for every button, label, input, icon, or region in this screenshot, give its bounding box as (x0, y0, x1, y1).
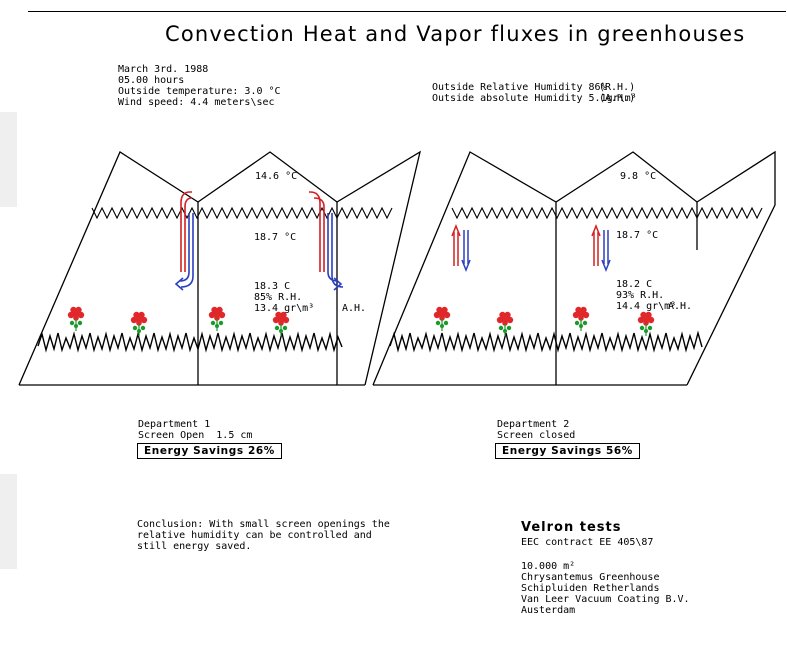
grass-line (389, 330, 703, 353)
down-arrow-icon (601, 259, 611, 273)
date-text: March 3rd. 1988 (118, 64, 209, 75)
wind-speed-text: Wind speed: 4.4 meters\sec (118, 97, 275, 108)
convection-flow-right (309, 191, 344, 291)
dept1-rh: 85% R.H. (254, 292, 303, 303)
warm-air-arrow (180, 191, 192, 272)
dept2-ground-temp: 18.2 C (616, 279, 653, 290)
scan-edge-shade (0, 474, 17, 569)
dept2-ah-abbr: A.H. (668, 301, 693, 312)
vertical-flow-dept2-right (591, 223, 611, 273)
greenhouse-department-1 (18, 150, 421, 386)
screen-zigzag (91, 206, 393, 220)
dept1-air-temp: 18.7 °C (254, 232, 297, 243)
outside-ah-text: Outside absolute Humidity 5.1gr\m³ (432, 93, 637, 104)
department-2-caption: Department 2 Screen closed (497, 419, 575, 441)
dept2-roof-temp: 9.8 °C (620, 171, 657, 182)
convection-flow-left (174, 191, 194, 291)
humidity-abbr-block: (R.H.) (A.H.) (599, 82, 635, 104)
cool-air-arrow (179, 213, 190, 282)
credits-block: 10.000 m² Chrysantemus Greenhouse Schipl… (521, 561, 690, 616)
grass-line (37, 331, 343, 353)
screen-zigzag (451, 206, 763, 220)
outside-rh-text: Outside Relative Humidity 86% (432, 82, 607, 93)
scan-edge-shade (0, 112, 17, 207)
department-1-screen-label: Screen Open (138, 430, 205, 441)
department-1-screen-value: 1.5 cm (216, 430, 253, 441)
credits-line-4: Austerdam (521, 605, 576, 616)
rh-abbr-text: (R.H.) (599, 82, 636, 93)
top-rule (28, 11, 786, 12)
contract-text: EEC contract EE 405\87 (521, 537, 654, 548)
credits-line-2: Schipluiden Retherlands (521, 583, 660, 594)
roof-outline (372, 150, 776, 386)
ah-abbr-text: (A.H.) (599, 93, 636, 104)
outside-temperature-text: Outside temperature: 3.0 °C (118, 86, 281, 97)
department-1-savings-box: Energy Savings 26% (137, 443, 282, 459)
department-1-caption: Department 1 Screen Open 1.5 cm (138, 419, 252, 441)
up-arrow-icon (451, 223, 461, 237)
credits-line-1: Chrysantemus Greenhouse (521, 572, 660, 583)
vertical-flow-dept2-left (451, 223, 471, 273)
diagram-title: Convection Heat and Vapor fluxes in gree… (165, 22, 746, 46)
conditions-block: March 3rd. 1988 05.00 hours Outside temp… (118, 64, 281, 108)
dept1-roof-temp: 14.6 °C (255, 171, 298, 182)
down-arrow-icon (461, 259, 471, 273)
department-1-name: Department 1 (138, 419, 211, 430)
cool-air-arrow (327, 213, 339, 282)
conclusion-text: Conclusion: With small screen openings t… (137, 519, 390, 552)
department-2-name: Department 2 (497, 419, 570, 430)
velron-tests-heading: Velron tests (521, 520, 622, 535)
warm-air-arrow (309, 191, 321, 272)
humidity-block: Outside Relative Humidity 86% Outside ab… (432, 82, 637, 104)
time-text: 05.00 hours (118, 75, 185, 86)
dept2-rh: 93% R.H. (616, 290, 665, 301)
dept2-air-temp: 18.7 °C (616, 230, 659, 241)
dept1-ground-temp: 18.3 C (254, 281, 291, 292)
roof-outline (18, 150, 421, 386)
greenhouse-department-2 (372, 150, 776, 386)
up-arrow-icon (591, 223, 601, 237)
department-2-screen-label: Screen closed (497, 430, 576, 441)
dept1-ah-abbr: A.H. (342, 303, 367, 314)
credits-line-3: Van Leer Vacuum Coating B.V. (521, 594, 690, 605)
department-2-savings-box: Energy Savings 56% (495, 443, 640, 459)
area-text: 10.000 m² (521, 561, 576, 572)
dept2-ah: 14.4 gr\m³ (616, 301, 677, 312)
dept1-ah: 13.4 gr\m³ (254, 303, 315, 314)
